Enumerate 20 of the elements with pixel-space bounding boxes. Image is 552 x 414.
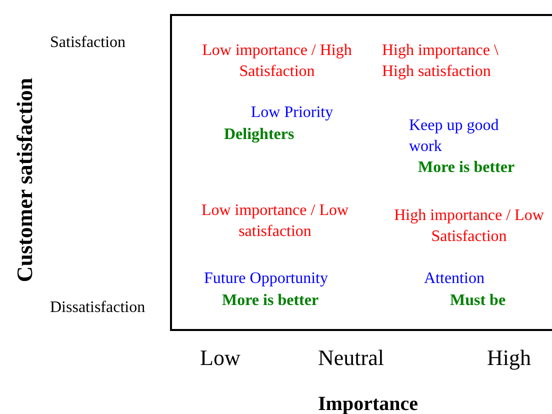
axis-tick-label: Neutral	[318, 345, 384, 371]
quadrant-strategy: More is better	[222, 291, 320, 311]
quadrant-heading: High importance / Low Satisfaction	[394, 206, 544, 247]
quadrant-name: Low Priority	[250, 103, 334, 123]
quadrant-heading: Low importance / Low satisfaction	[200, 201, 350, 242]
quadrant-name: Keep up good work	[409, 116, 500, 157]
axis-tick-label: Dissatisfaction	[50, 298, 146, 318]
axis-tick-label: High	[487, 345, 531, 371]
quadrant-name: Attention	[424, 269, 486, 289]
axis-tick-label: Low	[200, 345, 240, 371]
quadrant-strategy: Delighters	[224, 125, 296, 145]
quadrant-heading: Low importance / High Satisfaction	[202, 41, 352, 82]
quadrant-strategy: More is better	[418, 158, 516, 178]
quadrant-name: Future Opportunity	[204, 269, 329, 289]
quadrant-strategy: Must be	[450, 291, 507, 311]
axis-title: Importance	[318, 392, 418, 414]
axis-tick-label: Satisfaction	[50, 33, 126, 53]
quadrant-heading: High importance \ High satisfaction	[382, 41, 500, 82]
matrix-frame	[170, 14, 552, 331]
axis-title: Customer satisfaction	[12, 78, 38, 282]
